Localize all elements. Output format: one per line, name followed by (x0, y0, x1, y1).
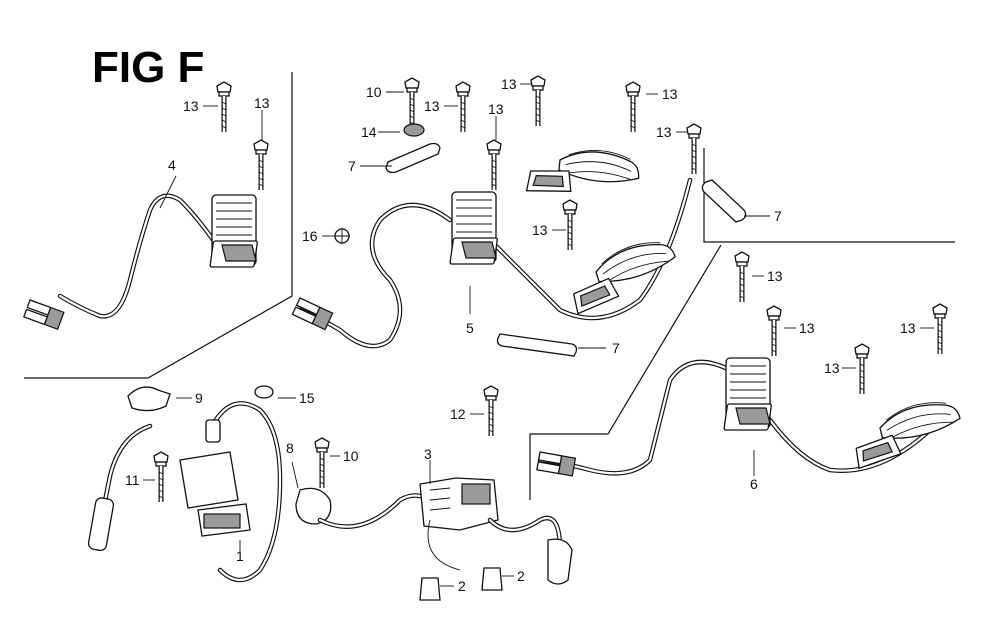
callout-13: 13 (824, 360, 840, 376)
callout-4: 4 (168, 157, 176, 173)
ignition-module-group (87, 385, 423, 583)
ignition-coil-assembly-6 (536, 252, 967, 477)
section-divider-upper-right (703, 148, 955, 243)
callout-7: 7 (612, 340, 620, 356)
callout-3: 3 (424, 446, 432, 462)
ignition-coil-assembly-5 (291, 76, 747, 357)
callout-13: 13 (900, 320, 916, 336)
callout-11: 11 (125, 472, 140, 488)
ignition-module-3 (419, 386, 573, 601)
callout-7: 7 (348, 158, 356, 174)
callout-15: 15 (299, 390, 315, 406)
callout-14: 14 (361, 124, 377, 140)
callout-5: 5 (466, 320, 474, 336)
callout-13: 13 (254, 95, 270, 111)
callout-13: 13 (183, 98, 199, 114)
callout-13: 13 (656, 124, 672, 140)
callout-13: 13 (532, 222, 548, 238)
figure-title: FIG F (92, 43, 204, 92)
callout-labels: 13 13 4 10 14 13 13 13 13 13 7 7 16 13 5… (125, 76, 916, 594)
leader-lines (143, 83, 934, 587)
callout-13: 13 (767, 268, 783, 284)
callout-13: 13 (501, 76, 517, 92)
callout-13: 13 (662, 86, 678, 102)
callout-12: 12 (450, 406, 466, 422)
section-divider-lower-right (529, 244, 722, 500)
callout-8: 8 (286, 440, 294, 456)
callout-16: 16 (302, 228, 318, 244)
callout-13: 13 (799, 320, 815, 336)
callout-7: 7 (774, 208, 782, 224)
callout-13: 13 (488, 101, 504, 117)
callout-10: 10 (366, 84, 382, 100)
callout-9: 9 (195, 390, 203, 406)
callout-13: 13 (424, 98, 440, 114)
callout-1: 1 (236, 548, 244, 564)
section-divider-left (24, 72, 293, 379)
callout-6: 6 (750, 476, 758, 492)
callout-2: 2 (517, 568, 525, 584)
callout-2: 2 (458, 578, 466, 594)
callout-10: 10 (343, 448, 359, 464)
ignition-coil-assembly-4 (23, 82, 268, 330)
